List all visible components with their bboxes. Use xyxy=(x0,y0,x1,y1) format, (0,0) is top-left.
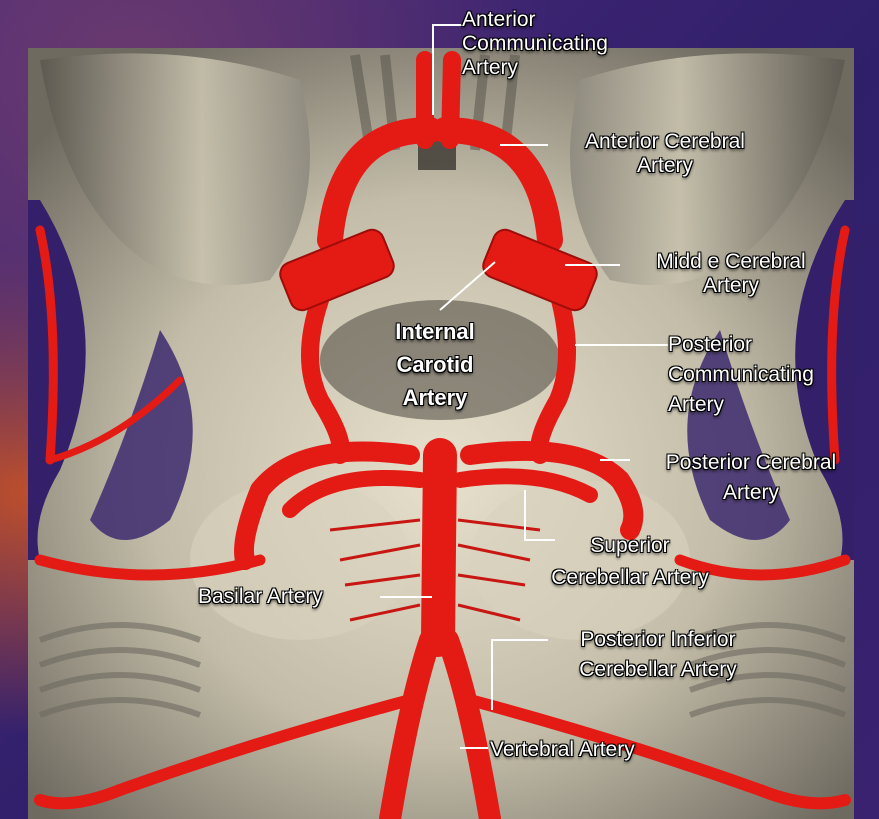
label-internal-carotid-artery: Internal Carotid Artery xyxy=(370,315,500,414)
label-line: Artery xyxy=(630,478,872,508)
label-line: Artery xyxy=(622,274,840,298)
label-anterior-communicating-artery: Anterior Communicating Artery xyxy=(462,8,608,80)
label-line: Midd e Cerebral xyxy=(622,250,840,274)
label-basilar-artery: Basilar Artery xyxy=(198,585,323,609)
label-vertebral-artery: Vertebral Artery xyxy=(490,738,635,762)
label-anterior-cerebral-artery: Anterior Cerebral Artery xyxy=(550,130,780,178)
label-line: Artery xyxy=(668,390,814,420)
label-line: Superior xyxy=(515,530,745,562)
label-line: Anterior xyxy=(462,8,608,32)
label-line: Internal xyxy=(370,315,500,348)
label-line: Cerebellar Artery xyxy=(515,562,745,594)
label-line: Artery xyxy=(370,381,500,414)
label-line: Artery xyxy=(462,56,608,80)
label-middle-cerebral-artery: Midd e Cerebral Artery xyxy=(622,250,840,298)
label-line: Posterior xyxy=(668,330,814,360)
label-line: Communicating xyxy=(462,32,608,56)
label-line: Cerebellar Artery xyxy=(545,655,771,685)
label-posterior-inferior-cerebellar-artery: Posterior Inferior Cerebellar Artery xyxy=(545,625,771,685)
label-line: Anterior Cerebral xyxy=(550,130,780,154)
label-line: Posterior Inferior xyxy=(545,625,771,655)
label-superior-cerebellar-artery: Superior Cerebellar Artery xyxy=(515,530,745,594)
label-posterior-cerebral-artery: Posterior Cerebral Artery xyxy=(630,448,872,508)
label-line: Carotid xyxy=(370,348,500,381)
label-posterior-communicating-artery: Posterior Communicating Artery xyxy=(668,330,814,420)
label-line: Artery xyxy=(550,154,780,178)
label-line: Posterior Cerebral xyxy=(630,448,872,478)
label-line: Communicating xyxy=(668,360,814,390)
